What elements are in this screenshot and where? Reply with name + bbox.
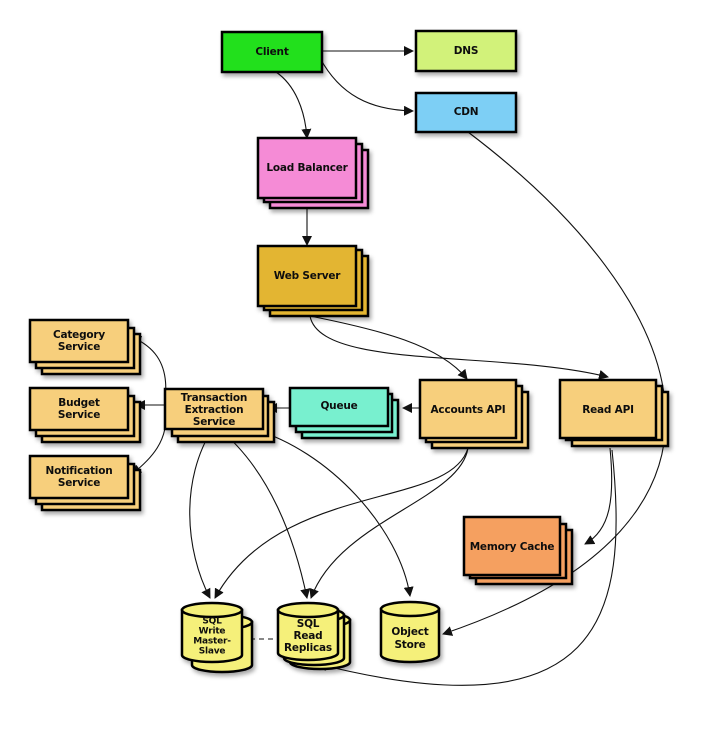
queue-box xyxy=(288,386,390,428)
object-store-label-line1: Object xyxy=(391,626,428,638)
budget-service-label-line2: Service xyxy=(58,409,100,421)
dns-label: DNS xyxy=(454,45,478,57)
notification-service-box xyxy=(28,454,130,500)
client-label: Client xyxy=(255,46,289,58)
load-balancer-box xyxy=(256,136,358,200)
node-sql-write[interactable]: SQL Write Master- Slave xyxy=(180,601,254,674)
node-read-api[interactable]: Read API xyxy=(558,378,670,448)
transaction-label-line1: Transaction xyxy=(181,392,247,404)
node-client[interactable]: Client xyxy=(220,30,324,74)
sql-read-label-line3: Replicas xyxy=(284,642,332,654)
sql-write-label-line4: Slave xyxy=(199,647,226,657)
edge-accounts-api-sql-write xyxy=(214,447,469,599)
transaction-box xyxy=(163,387,265,431)
edge-transaction-sql-write xyxy=(189,427,214,599)
node-memory-cache[interactable]: Memory Cache xyxy=(462,515,574,586)
edge-client-cdn xyxy=(319,57,414,116)
notification-service-label-line2: Service xyxy=(58,477,100,489)
edge-transaction-sql-read xyxy=(217,427,311,599)
category-service-box xyxy=(28,318,130,364)
cdn-box xyxy=(414,91,518,134)
web-server-label: Web Server xyxy=(274,270,342,282)
memory-cache-label: Memory Cache xyxy=(470,541,555,553)
node-dns[interactable]: DNS xyxy=(414,29,518,73)
category-service-label-line2: Service xyxy=(58,341,100,353)
node-object-store[interactable]: Object Store xyxy=(379,600,441,664)
node-queue[interactable]: Queue xyxy=(288,386,400,440)
edge-transaction-object-store xyxy=(249,427,414,597)
edge-read-api-sql-read xyxy=(317,449,617,686)
cdn-label: CDN xyxy=(454,106,479,118)
load-balancer-label: Load Balancer xyxy=(266,162,348,174)
sql-read-label-line1: SQL xyxy=(297,618,320,630)
sql-read-cylinder xyxy=(276,601,340,662)
notification-service-label-line1: Notification xyxy=(45,465,112,477)
transaction-label-line2: Extraction xyxy=(185,404,244,416)
sql-write-label-line3: Master- xyxy=(193,637,231,647)
web-server-box xyxy=(256,244,358,308)
accounts-api-label: Accounts API xyxy=(431,404,506,416)
node-category-service[interactable]: Category Service xyxy=(28,318,142,376)
accounts-api-box xyxy=(418,378,518,440)
budget-service-label-line1: Budget xyxy=(58,397,100,409)
dns-box xyxy=(414,29,518,73)
queue-label: Queue xyxy=(320,400,357,412)
edge-web-server-accounts-api xyxy=(309,315,468,380)
memory-cache-box xyxy=(462,515,562,577)
edge-client-load-balancer xyxy=(275,71,312,139)
node-transaction-extraction-service[interactable]: Transaction Extraction Service xyxy=(163,387,276,444)
read-api-label: Read API xyxy=(582,404,634,416)
object-store-body xyxy=(379,607,441,664)
sql-write-label-line1: SQL xyxy=(202,617,222,627)
transaction-label-line3: Service xyxy=(193,416,235,428)
sql-write-label-line2: Write xyxy=(199,627,226,637)
edge-read-api-memory-cache xyxy=(584,447,613,545)
node-cdn[interactable]: CDN xyxy=(414,91,518,134)
sql-read-label-line2: Read xyxy=(293,630,322,642)
category-service-label-line1: Category xyxy=(53,329,105,341)
edge-accounts-api-sql-read xyxy=(309,447,469,599)
sql-write-cylinder xyxy=(180,601,244,664)
budget-service-box xyxy=(28,386,130,432)
object-store-label-line2: Store xyxy=(394,639,425,651)
node-load-balancer[interactable]: Load Balancer xyxy=(256,136,370,210)
node-notification-service[interactable]: Notification Service xyxy=(28,454,142,512)
edge-web-server-read-api xyxy=(309,315,609,380)
node-sql-read-replicas[interactable]: SQL Read Replicas xyxy=(276,601,352,671)
client-box xyxy=(220,30,324,74)
read-api-box xyxy=(558,378,658,440)
node-accounts-api[interactable]: Accounts API xyxy=(418,378,530,450)
node-budget-service[interactable]: Budget Service xyxy=(28,386,142,444)
node-web-server[interactable]: Web Server xyxy=(256,244,370,318)
edges xyxy=(131,46,667,686)
object-store-top xyxy=(379,600,441,618)
